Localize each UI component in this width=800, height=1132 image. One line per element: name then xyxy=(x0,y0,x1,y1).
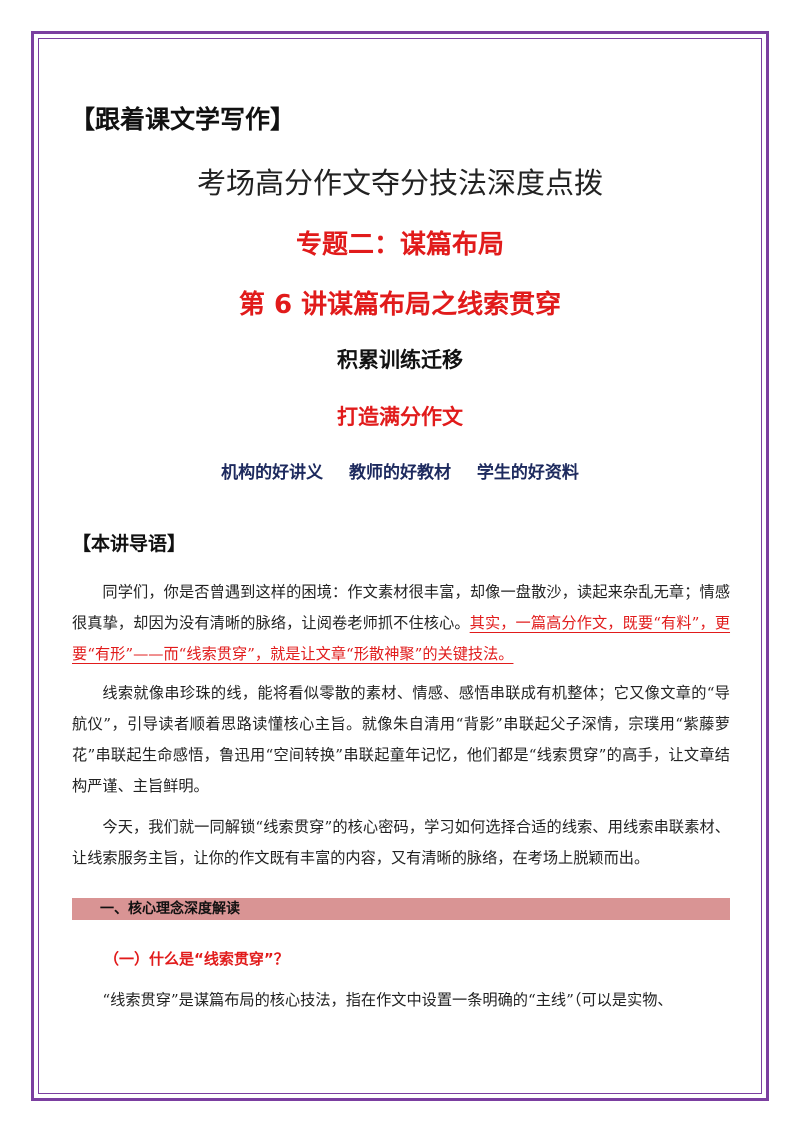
intro-paragraph-1: 同学们，你是否曾遇到这样的困境：作文素材很丰富，却像一盘散沙，读起来杂乱无章；情… xyxy=(72,577,730,670)
intro-heading: 【本讲导语】 xyxy=(72,533,187,555)
page-frame-outer xyxy=(31,31,769,1101)
intro-paragraph-2: 线索就像串珍珠的线，能将看似零散的素材、情感、感悟串联成有机整体；它又像文章的“… xyxy=(72,684,730,795)
slogan-item: 学生的好资料 xyxy=(476,463,579,483)
slogan-item: 机构的好讲义 xyxy=(221,463,324,483)
topic-title: 专题二：谋篇布局 xyxy=(295,230,504,260)
series-label: 【跟着课文学写作】 xyxy=(70,105,296,134)
intro-paragraph-1-text: 同学们，你是否曾遇到这样的困境：作文素材很丰富，却像一盘散沙，读起来杂乱无章；情… xyxy=(72,583,730,632)
section-paragraph-1: “线索贯穿”是谋篇布局的核心技法，指在作文中设置一条明确的“主线”（可以是实物、 xyxy=(72,985,730,1016)
section-heading-bar xyxy=(72,898,730,920)
slogan: 机构的好讲义 教师的好教材 学生的好资料 xyxy=(70,458,730,483)
lecture-title: 第 6 讲谋篇布局之线索贯穿 xyxy=(238,290,562,320)
highlighted-sentence: 其实，一篇高分作文，既要“有料”，更要“有形”——而“线索贯穿”，就是让文章“形… xyxy=(72,614,731,663)
tagline-black: 积累训练迁移 xyxy=(337,348,463,372)
section-heading: 一、核心理念深度解读 xyxy=(100,901,240,917)
intro-paragraph-3: 今天，我们就一同解锁“线索贯穿”的核心密码，学习如何选择合适的线索、用线索串联素… xyxy=(72,818,730,867)
tagline-red: 打造满分作文 xyxy=(337,405,463,429)
page-frame-inner xyxy=(38,38,762,1094)
sub-heading: （一）什么是“线索贯穿”？ xyxy=(104,950,289,968)
document-subtitle: 考场高分作文夺分技法深度点拨 xyxy=(196,166,603,200)
section-paragraph-1-text: “线索贯穿”是谋篇布局的核心技法，指在作文中设置一条明确的“主线”（可以是实物、 xyxy=(102,991,673,1009)
slogan-item: 教师的好教材 xyxy=(349,463,451,483)
